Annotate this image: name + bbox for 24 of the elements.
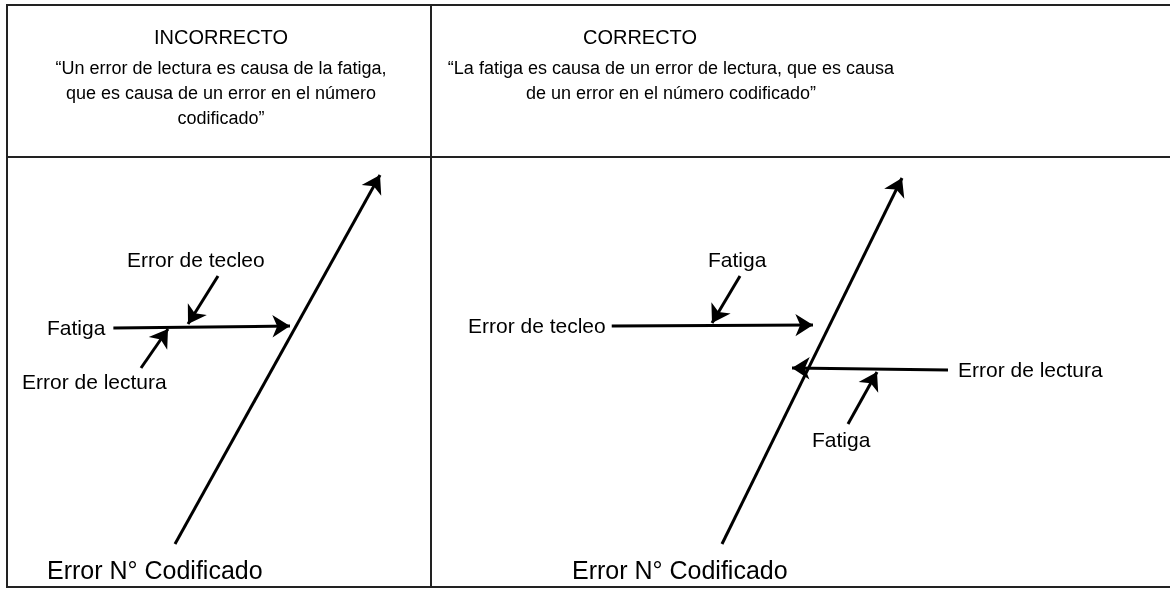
arrow — [139, 328, 170, 369]
cause-label: Error de tecleo — [468, 314, 606, 338]
quote-text: “Un error de lectura es causa de la fatiga, que es causa de un error en el número codificado” — [54, 57, 388, 130]
arrow — [173, 174, 382, 545]
quote-text: “La fatiga es causa de un error de lectura, que es causa de un error en el número codificado” — [446, 57, 896, 105]
column-heading: INCORRECTO — [153, 26, 289, 49]
table-panel — [6, 4, 432, 588]
cause-label: Error de lectura — [22, 370, 167, 394]
cause-label: Fatiga — [708, 248, 767, 272]
table-panel — [432, 4, 1170, 588]
arrow — [846, 371, 879, 425]
cause-label: Error de tecleo — [127, 248, 265, 272]
arrow — [710, 275, 742, 324]
effect-label: Error N° Codificado — [572, 556, 788, 584]
arrow — [611, 313, 813, 337]
arrow — [791, 357, 949, 380]
column-heading: CORRECTO — [582, 26, 698, 49]
arrow — [113, 315, 290, 338]
cause-label: Error de lectura — [958, 358, 1103, 382]
effect-label: Error N° Codificado — [47, 556, 263, 584]
cause-label: Fatiga — [47, 316, 106, 340]
arrow — [720, 177, 905, 545]
cause-label: Fatiga — [812, 428, 871, 452]
arrow — [186, 275, 220, 325]
